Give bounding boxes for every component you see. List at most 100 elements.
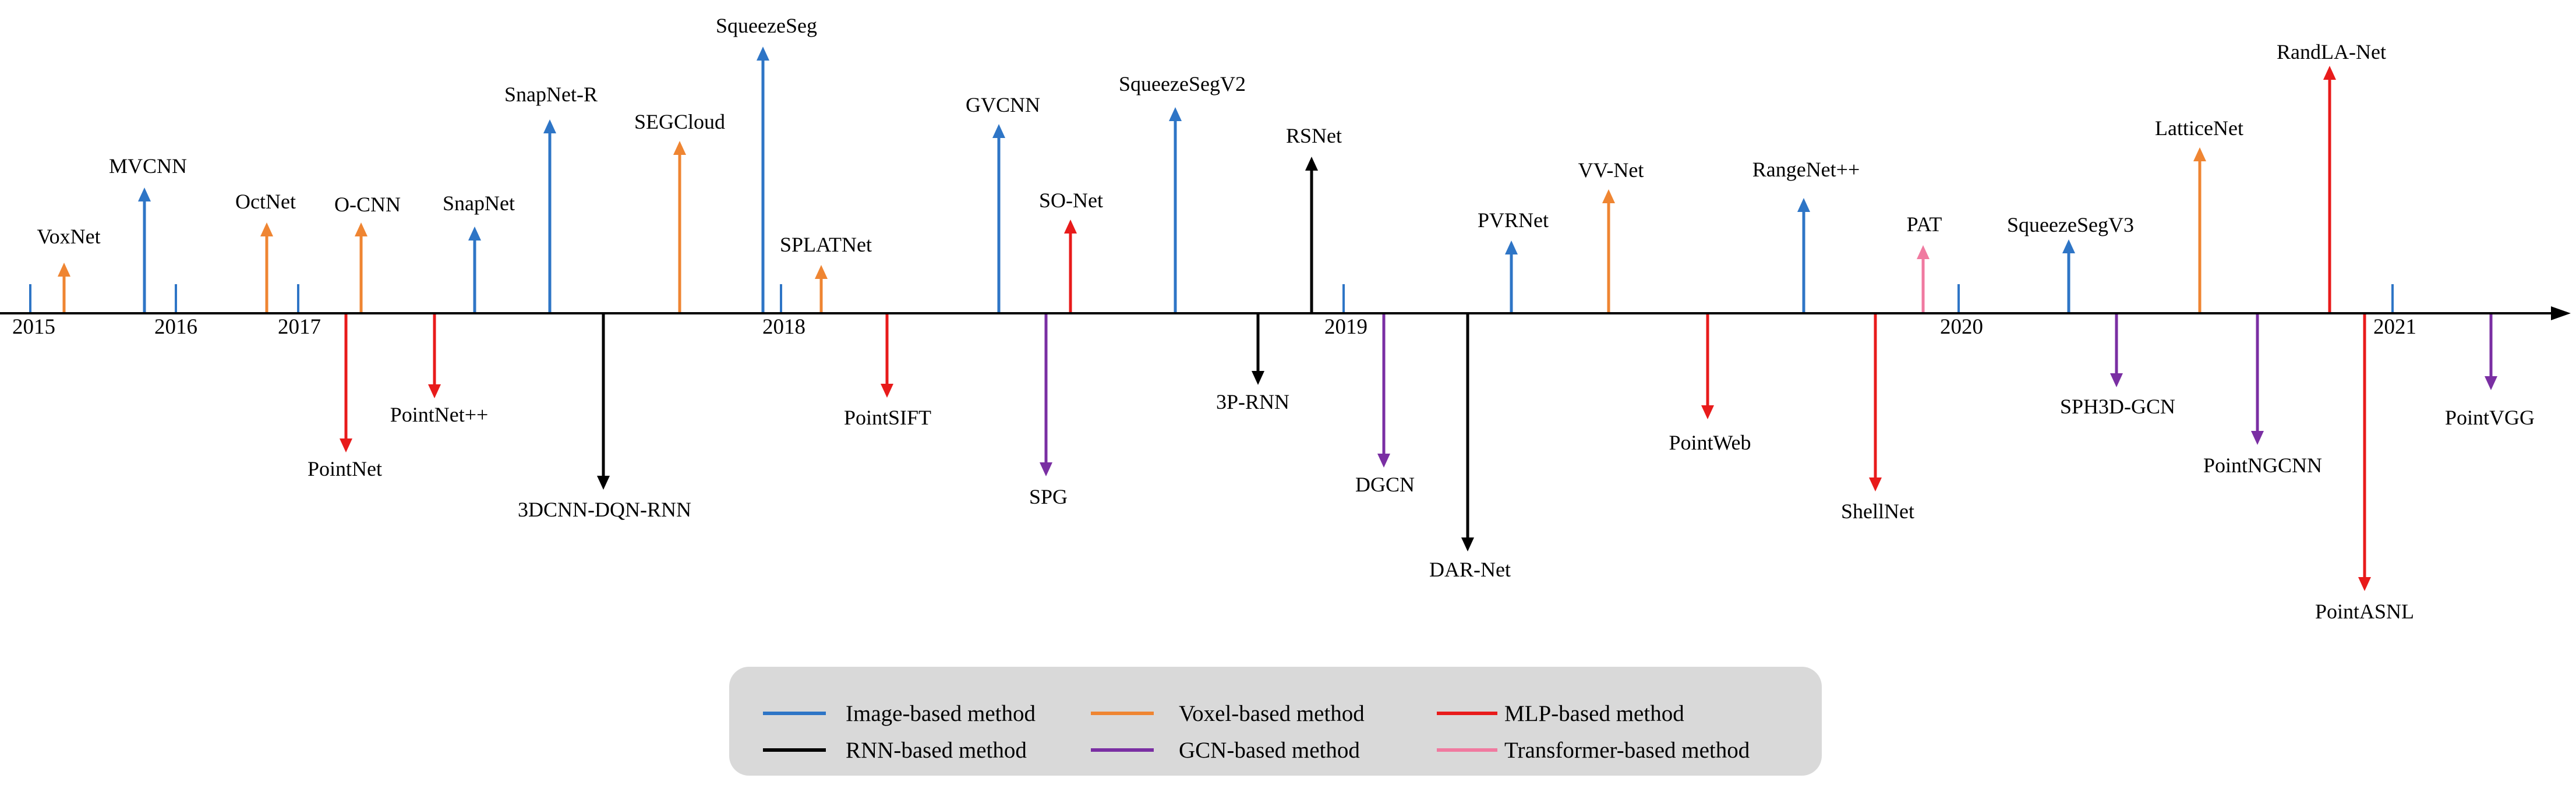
method-pat: PAT: [1907, 213, 1942, 313]
method-so-net-arrowhead: [1064, 220, 1077, 234]
timeline-axis-arrowhead: [2551, 306, 2571, 320]
method-randla-net-arrowhead: [2323, 66, 2336, 80]
method-mvcnn-label: MVCNN: [109, 154, 187, 178]
legend-label-gcn-based-method: GCN-based method: [1179, 738, 1360, 763]
method-dar-net: DAR-Net: [1429, 313, 1511, 581]
method-pointasnl: PointASNL: [2315, 313, 2414, 623]
method-pointvgg-arrowhead: [2485, 376, 2497, 390]
legend-label-rnn-based-method: RNN-based method: [846, 738, 1027, 763]
method-voxnet: VoxNet: [37, 225, 101, 313]
method-spg-label: SPG: [1029, 485, 1068, 508]
method-o-cnn-label: O-CNN: [334, 193, 401, 216]
year-label-2016: 2016: [154, 315, 197, 339]
method-pointnetplusplus: PointNet++: [390, 313, 489, 426]
method-splatnet-arrowhead: [815, 265, 828, 279]
method-pointsift: PointSIFT: [844, 313, 931, 429]
year-label-2019: 2019: [1324, 315, 1367, 339]
method-squeezesegv3-label: SqueezeSegV3: [2007, 213, 2134, 236]
method-randla-net-label: RandLA-Net: [2277, 40, 2386, 63]
method-pointweb-label: PointWeb: [1669, 431, 1751, 454]
timeline-axis: [0, 306, 2571, 320]
method-pvrnet-label: PVRNet: [1478, 208, 1549, 232]
method-pointngcnn-label: PointNGCNN: [2203, 454, 2322, 477]
method-squeezesegv3: SqueezeSegV3: [2007, 213, 2134, 313]
method-3dcnn-dqn-rnn-arrowhead: [597, 476, 610, 490]
legend-item-voxel-based-method: Voxel-based method: [1091, 701, 1365, 726]
method-randla-net: RandLA-Net: [2277, 40, 2386, 313]
legend-label-transformer-based-method: Transformer-based method: [1504, 738, 1750, 763]
method-segcloud-label: SEGCloud: [634, 110, 725, 133]
method-o-cnn-arrowhead: [355, 222, 368, 236]
method-shellnet-label: ShellNet: [1841, 500, 1914, 523]
legend-label-voxel-based-method: Voxel-based method: [1179, 701, 1365, 726]
method-rsnet: RSNet: [1286, 124, 1342, 313]
method-snapnet-label: SnapNet: [443, 192, 515, 215]
legend-item-mlp-based-method: MLP-based method: [1437, 701, 1684, 726]
method-squeezesegv2: SqueezeSegV2: [1119, 72, 1246, 313]
method-pointvgg-label: PointVGG: [2445, 406, 2535, 429]
method-so-net: SO-Net: [1039, 189, 1103, 313]
method-pat-arrowhead: [1917, 245, 1930, 259]
method-sph3d-gcn: SPH3D-GCN: [2060, 313, 2175, 418]
method-squeezeseg-arrowhead: [757, 47, 769, 61]
method-voxnet-label: VoxNet: [37, 225, 100, 248]
method-segcloud: SEGCloud: [634, 110, 725, 313]
method-so-net-label: SO-Net: [1039, 189, 1103, 212]
method-pvrnet-arrowhead: [1505, 240, 1518, 254]
legend-label-mlp-based-method: MLP-based method: [1504, 701, 1684, 726]
method-pointngcnn: PointNGCNN: [2203, 313, 2322, 477]
method-pointnet: PointNet: [308, 313, 382, 480]
method-pointnetplusplus-arrowhead: [428, 384, 441, 398]
year-label-2020: 2020: [1940, 315, 1983, 339]
legend-item-rnn-based-method: RNN-based method: [763, 738, 1027, 763]
method-dgcn: DGCN: [1355, 313, 1415, 496]
method-spg-arrowhead: [1040, 462, 1052, 476]
method-snapnet-arrowhead: [468, 227, 481, 240]
method-octnet-label: OctNet: [235, 190, 296, 213]
method-snapnet-r-arrowhead: [543, 119, 556, 133]
method-3p-rnn-label: 3P-RNN: [1216, 390, 1289, 413]
method-pointweb-arrowhead: [1701, 405, 1714, 419]
method-rangenetplusplus: RangeNet++: [1752, 158, 1860, 313]
method-splatnet-label: SPLATNet: [780, 233, 872, 256]
method-squeezeseg-label: SqueezeSeg: [716, 14, 817, 37]
method-shellnet-arrowhead: [1869, 477, 1882, 491]
method-pointasnl-label: PointASNL: [2315, 600, 2414, 623]
method-rsnet-arrowhead: [1305, 157, 1318, 171]
legend: [729, 667, 1822, 776]
method-pointweb: PointWeb: [1669, 313, 1751, 454]
method-mvcnn: MVCNN: [109, 154, 187, 313]
legend-item-image-based-method: Image-based method: [763, 701, 1036, 726]
method-dgcn-arrowhead: [1377, 454, 1390, 468]
method-octnet-arrowhead: [260, 222, 273, 236]
method-pointnetplusplus-label: PointNet++: [390, 403, 489, 426]
method-squeezesegv2-arrowhead: [1169, 107, 1182, 121]
method-3p-rnn-arrowhead: [1252, 371, 1264, 385]
method-voxnet-arrowhead: [58, 263, 70, 277]
method-dgcn-label: DGCN: [1355, 473, 1415, 496]
method-pointvgg: PointVGG: [2445, 313, 2535, 429]
method-vv-net-label: VV-Net: [1578, 158, 1644, 182]
year-label-2015: 2015: [12, 315, 55, 339]
method-pointsift-label: PointSIFT: [844, 406, 931, 429]
method-splatnet: SPLATNet: [780, 233, 872, 313]
method-squeezesegv3-arrowhead: [2062, 239, 2075, 253]
method-pointasnl-arrowhead: [2358, 577, 2371, 591]
method-squeezeseg: SqueezeSeg: [716, 14, 817, 313]
method-pointnet-arrowhead: [340, 438, 352, 452]
method-dar-net-label: DAR-Net: [1429, 558, 1511, 581]
year-ticks: [29, 284, 2394, 313]
method-snapnet: SnapNet: [443, 192, 515, 313]
method-rangenetplusplus-label: RangeNet++: [1752, 158, 1860, 181]
method-3dcnn-dqn-rnn: 3DCNN-DQN-RNN: [518, 313, 691, 521]
method-squeezesegv2-label: SqueezeSegV2: [1119, 72, 1246, 95]
method-snapnet-r: SnapNet-R: [504, 83, 598, 313]
legend-item-gcn-based-method: GCN-based method: [1091, 738, 1360, 763]
method-gvcnn: GVCNN: [966, 93, 1040, 313]
method-gvcnn-arrowhead: [992, 124, 1005, 138]
method-sph3d-gcn-arrowhead: [2110, 373, 2123, 387]
method-3p-rnn: 3P-RNN: [1216, 313, 1289, 413]
year-label-2017: 2017: [278, 315, 321, 339]
